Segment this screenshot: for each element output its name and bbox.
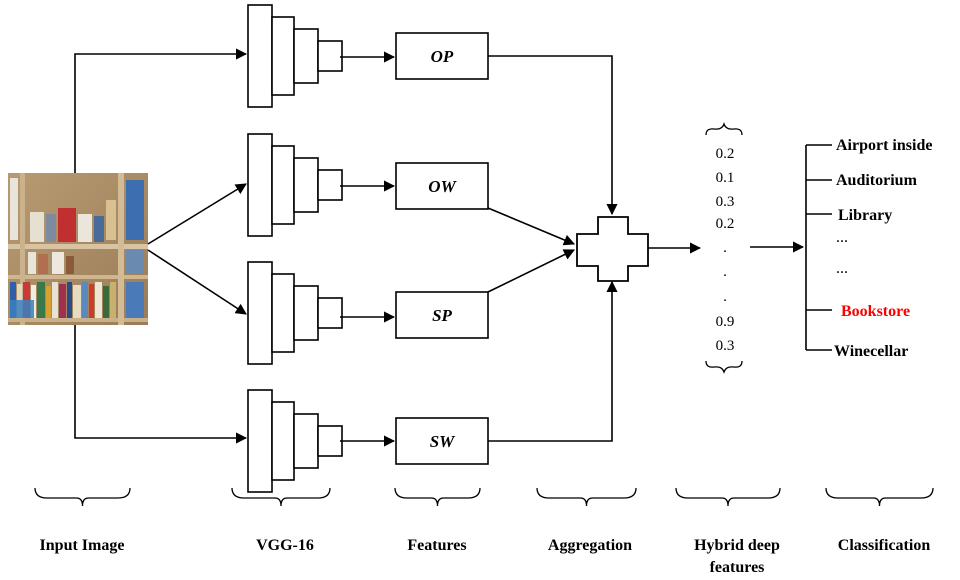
feature-label-sw: SW (430, 432, 456, 451)
class-ellipsis-1: ... (836, 229, 848, 246)
feature-vector: 0.2 0.1 0.3 0.2... 0.9 0.3 (716, 146, 735, 354)
stage-brace (675, 487, 781, 507)
arrow-op-to-aggregation (488, 55, 618, 216)
vgg16-pyramid-op (247, 4, 343, 108)
vector-value: . (723, 240, 727, 256)
arrow-input-to-sp (147, 249, 247, 315)
vector-top-brace (705, 121, 743, 136)
vgg16-pyramid-sp (247, 261, 343, 365)
vgg16-layer (317, 425, 343, 457)
stage-label-aggregation: Aggregation (548, 537, 632, 554)
vgg16-pyramid-sw (247, 389, 343, 493)
stage-label-vgg16: VGG-16 (256, 537, 314, 554)
stage-brace (825, 487, 934, 507)
arrow-ow-to-aggregation (487, 207, 576, 246)
feature-box-op (395, 32, 489, 80)
arrow-input-to-sw (74, 325, 248, 444)
class-ellipsis-2: ... (836, 260, 848, 277)
vgg16-layer (247, 133, 273, 237)
vgg16-layer (317, 169, 343, 201)
vgg16-pyramid-ow (247, 133, 343, 237)
vgg16-layer (293, 157, 319, 213)
feature-label-sp: SP (432, 306, 452, 325)
vgg16-networks (247, 4, 343, 493)
stage-brace (536, 487, 637, 507)
vgg16-layer (247, 261, 273, 365)
feature-boxes (395, 32, 489, 465)
vgg16-layer (271, 16, 295, 96)
vector-value: 0.3 (716, 338, 735, 354)
vgg16-layer (293, 28, 319, 84)
vgg16-layer (293, 413, 319, 469)
feature-box-sp (395, 291, 489, 339)
class-library: Library (838, 207, 892, 224)
vgg16-layer (247, 4, 273, 108)
vector-value: 0.2 (716, 146, 735, 162)
feature-label-ow: OW (428, 177, 457, 196)
arrow-input-to-op (74, 48, 248, 173)
arrow-input-to-ow (147, 183, 247, 245)
stage-brace (394, 487, 481, 507)
stage-label-hybrid-deep-line1: Hybrid deep (694, 537, 780, 554)
vgg16-layer (271, 145, 295, 225)
feature-label-op: OP (431, 47, 454, 66)
backbone-to-feature-arrows (340, 51, 396, 447)
vector-bottom-brace (705, 360, 743, 375)
vector-value: 0.2 (716, 216, 735, 232)
class-airport-inside: Airport inside (836, 137, 932, 154)
stage-brace (34, 487, 131, 507)
class-winecellar: Winecellar (834, 343, 908, 360)
stage-label-classification: Classification (838, 537, 931, 554)
input-connectors (74, 48, 248, 444)
vgg16-layer (247, 389, 273, 493)
vector-value: . (723, 264, 727, 280)
stage-labels: Input Image VGG-16 Features Aggregation … (40, 537, 931, 576)
stage-label-features: Features (407, 537, 466, 554)
vector-value: . (723, 289, 727, 305)
feature-box-sw (395, 417, 489, 465)
input-image (8, 173, 148, 325)
stage-brace (231, 487, 331, 507)
class-auditorium: Auditorium (836, 172, 918, 189)
feature-to-aggregation-arrows (487, 55, 618, 442)
aggregation-plus-icon (576, 216, 649, 282)
vector-value: 0.3 (716, 194, 735, 210)
vgg16-layer (317, 40, 343, 72)
vector-value: 0.9 (716, 314, 735, 330)
stage-label-input-image: Input Image (40, 537, 125, 554)
feature-box-ow (395, 162, 489, 210)
arrow-sw-to-aggregation (488, 280, 618, 442)
stage-braces (34, 487, 934, 507)
vector-value: 0.1 (716, 170, 735, 186)
arrow-sp-to-aggregation (487, 249, 576, 293)
vgg16-layer (271, 273, 295, 353)
classification-tree (805, 144, 832, 351)
vgg16-layer (293, 285, 319, 341)
class-bookstore: Bookstore (841, 303, 910, 320)
stage-label-hybrid-deep-line2: features (710, 559, 765, 576)
vgg16-layer (271, 401, 295, 481)
vgg16-layer (317, 297, 343, 329)
